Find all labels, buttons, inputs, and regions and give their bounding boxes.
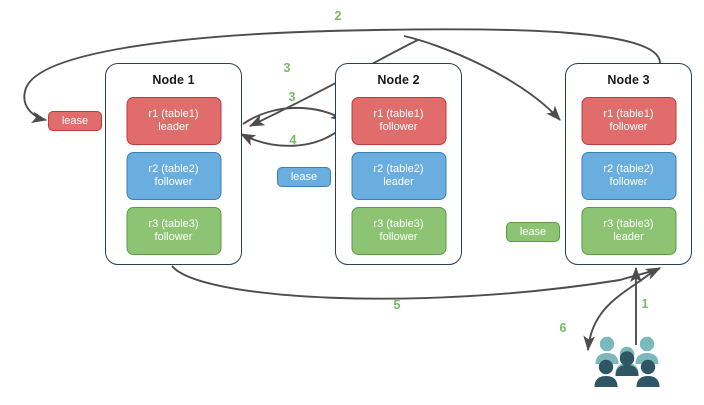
range-r1-node3[interactable]: r1 (table1) follower <box>581 97 676 145</box>
range-role: leader <box>613 231 644 243</box>
arrow-step-5 <box>171 265 662 300</box>
range-r3-node2[interactable]: r3 (table3) follower <box>351 207 446 255</box>
lease-chip-r1[interactable]: lease <box>48 111 102 131</box>
range-role: follower <box>609 176 648 188</box>
range-role: follower <box>379 231 418 243</box>
range-r2-node2[interactable]: r2 (table2) leader <box>351 152 446 200</box>
step-label-4: 4 <box>289 133 297 147</box>
node-container-2[interactable]: Node 2 r1 (table1) follower r2 (table2) … <box>335 63 462 265</box>
range-r3-node3[interactable]: r3 (table3) leader <box>581 207 676 255</box>
range-role: follower <box>154 176 193 188</box>
range-r1-node1[interactable]: r1 (table1) leader <box>126 97 221 145</box>
node-title: Node 3 <box>607 73 650 87</box>
range-r3-node1[interactable]: r3 (table3) follower <box>126 207 221 255</box>
range-r2-node1[interactable]: r2 (table2) follower <box>126 152 221 200</box>
range-name: r2 (table2) <box>603 162 654 175</box>
range-name: r3 (table3) <box>148 217 199 230</box>
node-title: Node 1 <box>152 73 195 87</box>
step-label-3-lower: 3 <box>288 90 296 104</box>
range-name: r2 (table2) <box>148 162 199 175</box>
step-label-2: 2 <box>334 9 342 23</box>
arrow-step-3-lower <box>242 107 346 125</box>
range-r1-node2[interactable]: r1 (table1) follower <box>351 97 446 145</box>
node-title: Node 2 <box>377 73 420 87</box>
range-role: follower <box>609 121 648 133</box>
step-label-1: 1 <box>641 297 649 311</box>
range-role: follower <box>154 231 193 243</box>
lease-chip-r2[interactable]: lease <box>277 167 331 187</box>
users-icon <box>594 336 660 387</box>
range-name: r2 (table2) <box>373 162 424 175</box>
range-name: r3 (table3) <box>373 217 424 230</box>
range-name: r1 (table1) <box>148 107 199 120</box>
range-name: r1 (table1) <box>373 107 424 120</box>
step-label-5: 5 <box>393 298 401 312</box>
range-name: r3 (table3) <box>603 217 654 230</box>
node-container-3[interactable]: Node 3 r1 (table1) follower r2 (table2) … <box>565 63 692 265</box>
node-container-1[interactable]: Node 1 r1 (table1) leader r2 (table2) fo… <box>105 63 242 265</box>
range-name: r1 (table1) <box>603 107 654 120</box>
step-label-6: 6 <box>559 321 567 335</box>
step-label-3-upper: 3 <box>283 61 291 75</box>
lease-chip-r3[interactable]: lease <box>506 222 560 242</box>
range-role: follower <box>379 121 418 133</box>
range-role: leader <box>383 176 414 188</box>
range-r2-node3[interactable]: r2 (table2) follower <box>581 152 676 200</box>
range-role: leader <box>158 121 189 133</box>
